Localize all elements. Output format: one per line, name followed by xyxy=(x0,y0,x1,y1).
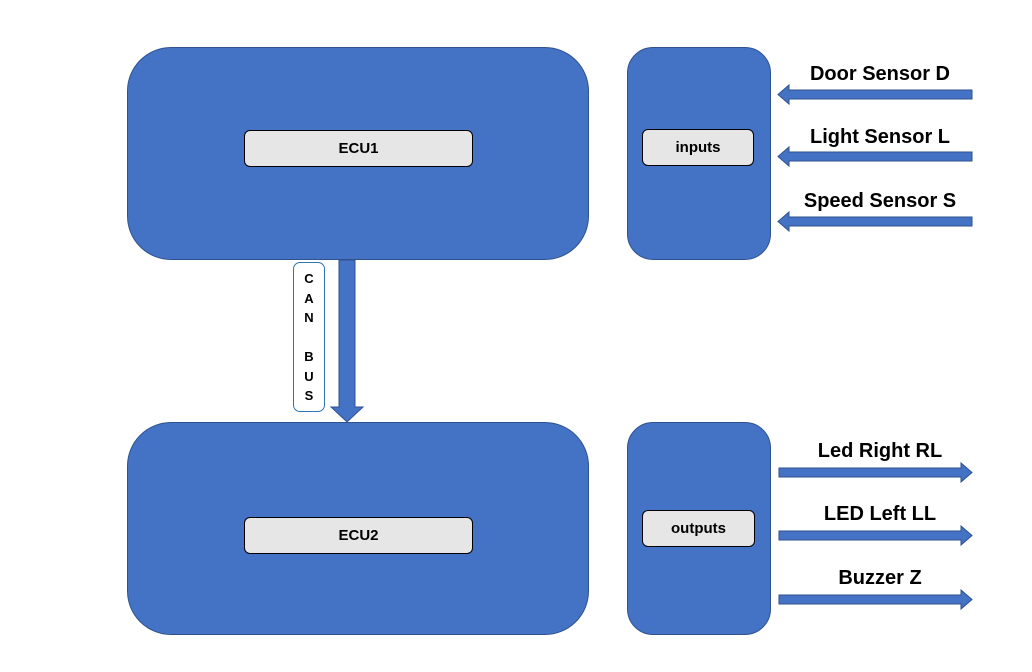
input-signal-door-sensor: Door Sensor D xyxy=(809,63,951,85)
input-arrow-light xyxy=(777,145,973,168)
can-bus-label: C A N B U S xyxy=(293,262,325,412)
output-arrow-buzzer xyxy=(778,588,973,611)
ecu1-label: ECU1 xyxy=(244,130,473,167)
output-signal-led-left: LED Left LL xyxy=(823,503,937,525)
can-bus-char: B xyxy=(304,349,314,364)
inputs-label: inputs xyxy=(642,129,754,166)
can-bus-char: N xyxy=(304,310,314,325)
output-arrow-led-left xyxy=(778,524,973,547)
can-bus-char: S xyxy=(304,388,314,403)
can-bus-char: U xyxy=(304,368,314,384)
can-bus-char: C xyxy=(304,271,314,286)
output-arrow-led-right xyxy=(778,461,973,484)
output-signal-buzzer: Buzzer Z xyxy=(838,567,922,589)
input-arrow-door xyxy=(777,83,973,106)
input-signal-speed-sensor: Speed Sensor S xyxy=(803,190,957,212)
input-signal-light-sensor: Light Sensor L xyxy=(810,126,950,148)
can-bus-arrow xyxy=(329,259,365,423)
ecu2-label: ECU2 xyxy=(244,517,473,554)
can-bus-char: A xyxy=(304,290,314,306)
input-arrow-speed xyxy=(777,210,973,233)
output-signal-led-right: Led Right RL xyxy=(817,440,943,462)
outputs-label: outputs xyxy=(642,510,755,547)
